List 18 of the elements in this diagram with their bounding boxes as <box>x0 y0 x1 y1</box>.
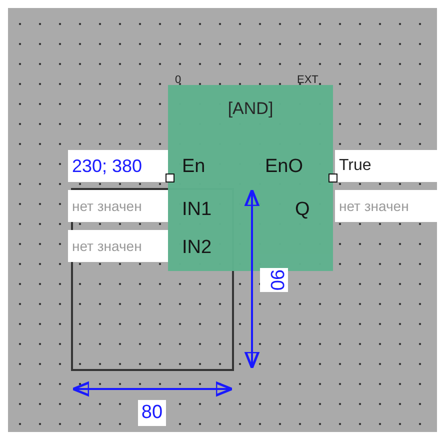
value-field: True <box>335 150 437 182</box>
block-caption: 0 <box>175 74 182 86</box>
value-field: нет значен <box>335 190 437 222</box>
pin-label: En <box>182 156 206 178</box>
block-title: [AND] <box>226 99 274 119</box>
node-label: нет значен <box>339 198 409 214</box>
value-field: нет значен <box>68 230 168 262</box>
dimension-label: 80 <box>138 400 166 426</box>
pin-label: EnO <box>265 156 304 178</box>
pin-label: IN2 <box>182 237 212 259</box>
pin-label: IN1 <box>182 199 212 221</box>
block-caption: EXT <box>297 74 318 86</box>
pin-label: Q <box>295 199 310 221</box>
dimension-label: 90 <box>260 268 288 292</box>
value-field: 230; 380 <box>68 150 168 182</box>
function-block <box>168 85 333 271</box>
node-label: True <box>339 157 372 174</box>
value-field: нет значен <box>68 190 168 222</box>
